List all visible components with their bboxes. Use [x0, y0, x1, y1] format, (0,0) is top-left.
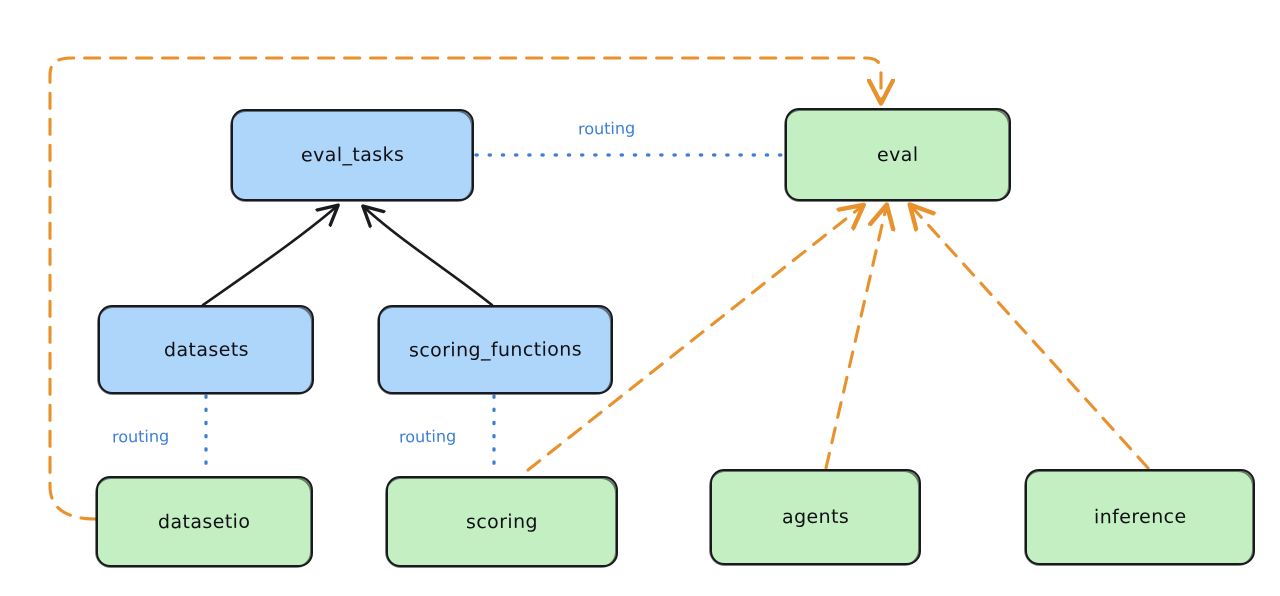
- edge-datasets-to-eval-tasks: [201, 207, 336, 307]
- node-label: scoring_functions: [408, 337, 583, 362]
- edge-agents-to-eval: [824, 208, 886, 470]
- edge-scoring-functions-to-eval-tasks: [365, 208, 494, 307]
- node-label: inference: [1093, 505, 1187, 529]
- node-label: scoring: [465, 510, 539, 533]
- node-scoring[interactable]: scoring: [385, 476, 618, 568]
- node-label: eval: [877, 143, 919, 166]
- node-label: agents: [781, 505, 850, 529]
- node-datasetio[interactable]: datasetio: [95, 476, 313, 568]
- node-label: datasets: [163, 338, 249, 361]
- node-label: eval_tasks: [300, 143, 405, 167]
- edge-label-routing-scoring: routing: [398, 426, 457, 447]
- edge-inference-to-eval: [912, 207, 1150, 470]
- node-label: datasetio: [158, 510, 251, 533]
- edge-label-routing-eval: routing: [577, 118, 636, 139]
- node-eval[interactable]: eval: [784, 108, 1011, 202]
- edge-label-routing-datasets: routing: [111, 426, 170, 447]
- node-inference[interactable]: inference: [1024, 469, 1255, 566]
- node-eval-tasks[interactable]: eval_tasks: [230, 109, 474, 202]
- node-agents[interactable]: agents: [709, 469, 921, 566]
- node-datasets[interactable]: datasets: [97, 305, 314, 395]
- node-scoring-functions[interactable]: scoring_functions: [377, 305, 613, 395]
